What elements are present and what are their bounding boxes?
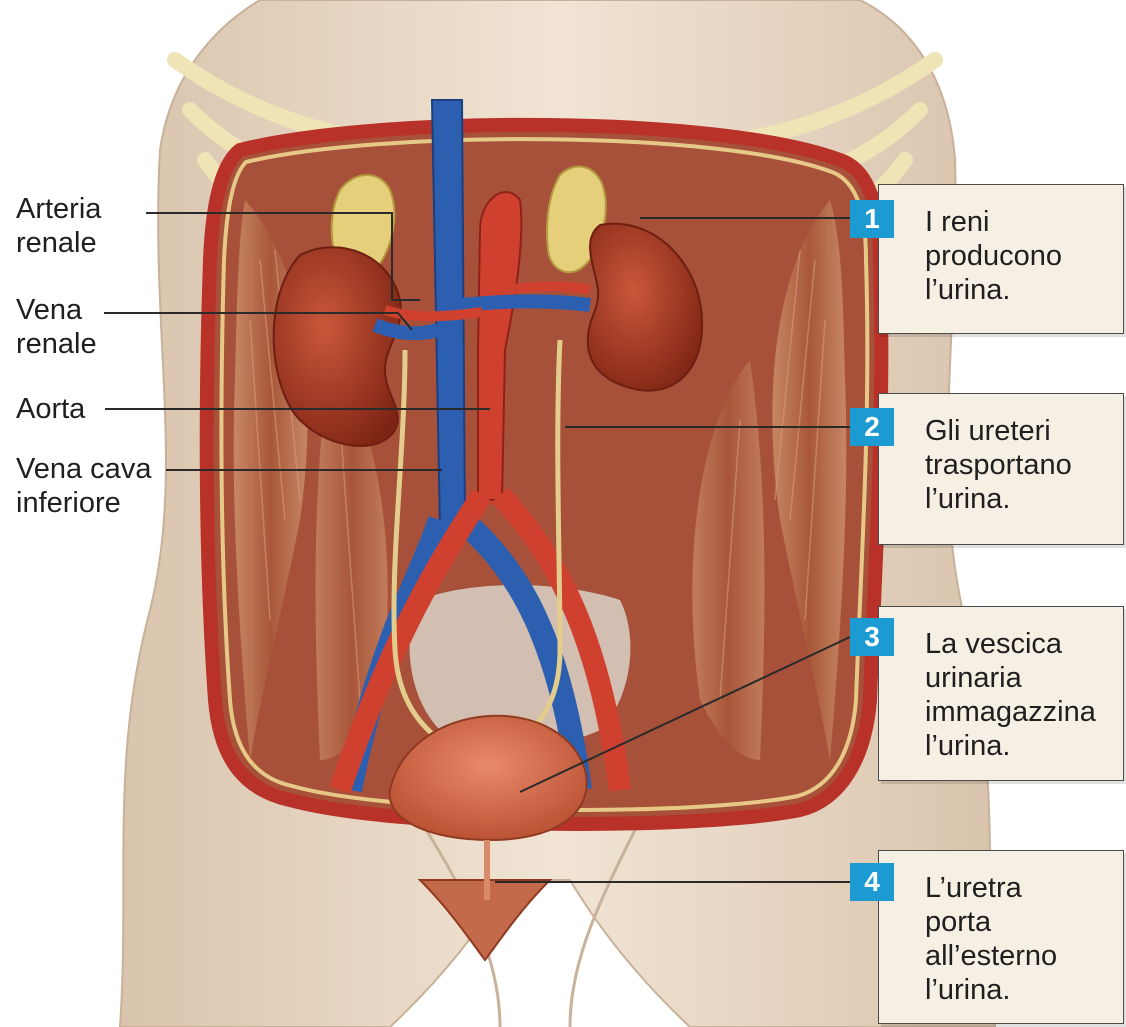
callout-1-line: l’urina. bbox=[925, 273, 1062, 307]
label-vena-cava-line1: Vena cava bbox=[16, 452, 151, 486]
callout-box-2: Gli ureteri trasportano l’urina. bbox=[878, 393, 1124, 545]
label-vena-renale: Vena renale bbox=[16, 293, 97, 361]
callout-1-text: I reni producono l’urina. bbox=[925, 205, 1062, 307]
badge-4: 4 bbox=[850, 863, 894, 901]
badge-3: 3 bbox=[850, 618, 894, 656]
callout-4-line: L’uretra bbox=[925, 871, 1057, 905]
callout-2-text: Gli ureteri trasportano l’urina. bbox=[925, 414, 1072, 516]
callout-2-line: trasportano bbox=[925, 448, 1072, 482]
callout-2-line: Gli ureteri bbox=[925, 414, 1072, 448]
callout-4-line: l’urina. bbox=[925, 973, 1057, 1007]
renal-vein-right bbox=[462, 301, 590, 305]
badge-1: 1 bbox=[850, 200, 894, 238]
callout-3-line: immagazzina bbox=[925, 695, 1096, 729]
callout-3-line: l’urina. bbox=[925, 729, 1096, 763]
callout-box-3: La vescica urinaria immagazzina l’urina. bbox=[878, 606, 1124, 781]
label-vena-cava: Vena cava inferiore bbox=[16, 452, 151, 520]
renal-artery-right bbox=[505, 286, 590, 290]
label-arteria-renale-line2: renale bbox=[16, 226, 101, 260]
callout-4-text: L’uretra porta all’esterno l’urina. bbox=[925, 871, 1057, 1007]
label-arteria-renale-line1: Arteria bbox=[16, 192, 101, 226]
callout-1-line: I reni bbox=[925, 205, 1062, 239]
label-aorta: Aorta bbox=[16, 392, 85, 426]
callout-3-line: urinaria bbox=[925, 661, 1096, 695]
label-vena-renale-line1: Vena bbox=[16, 293, 97, 327]
callout-3-line: La vescica bbox=[925, 627, 1096, 661]
callout-4-line: all’esterno bbox=[925, 939, 1057, 973]
callout-2-line: l’urina. bbox=[925, 482, 1072, 516]
label-vena-cava-line2: inferiore bbox=[16, 486, 151, 520]
callout-box-1: I reni producono l’urina. bbox=[878, 184, 1124, 334]
renal-vein-left bbox=[375, 325, 438, 333]
callout-1-line: producono bbox=[925, 239, 1062, 273]
label-arteria-renale: Arteria renale bbox=[16, 192, 101, 260]
callout-box-4: L’uretra porta all’esterno l’urina. bbox=[878, 850, 1124, 1024]
callout-3-text: La vescica urinaria immagazzina l’urina. bbox=[925, 627, 1096, 763]
label-aorta-line1: Aorta bbox=[16, 392, 85, 426]
badge-2: 2 bbox=[850, 408, 894, 446]
label-vena-renale-line2: renale bbox=[16, 327, 97, 361]
callout-4-line: porta bbox=[925, 905, 1057, 939]
